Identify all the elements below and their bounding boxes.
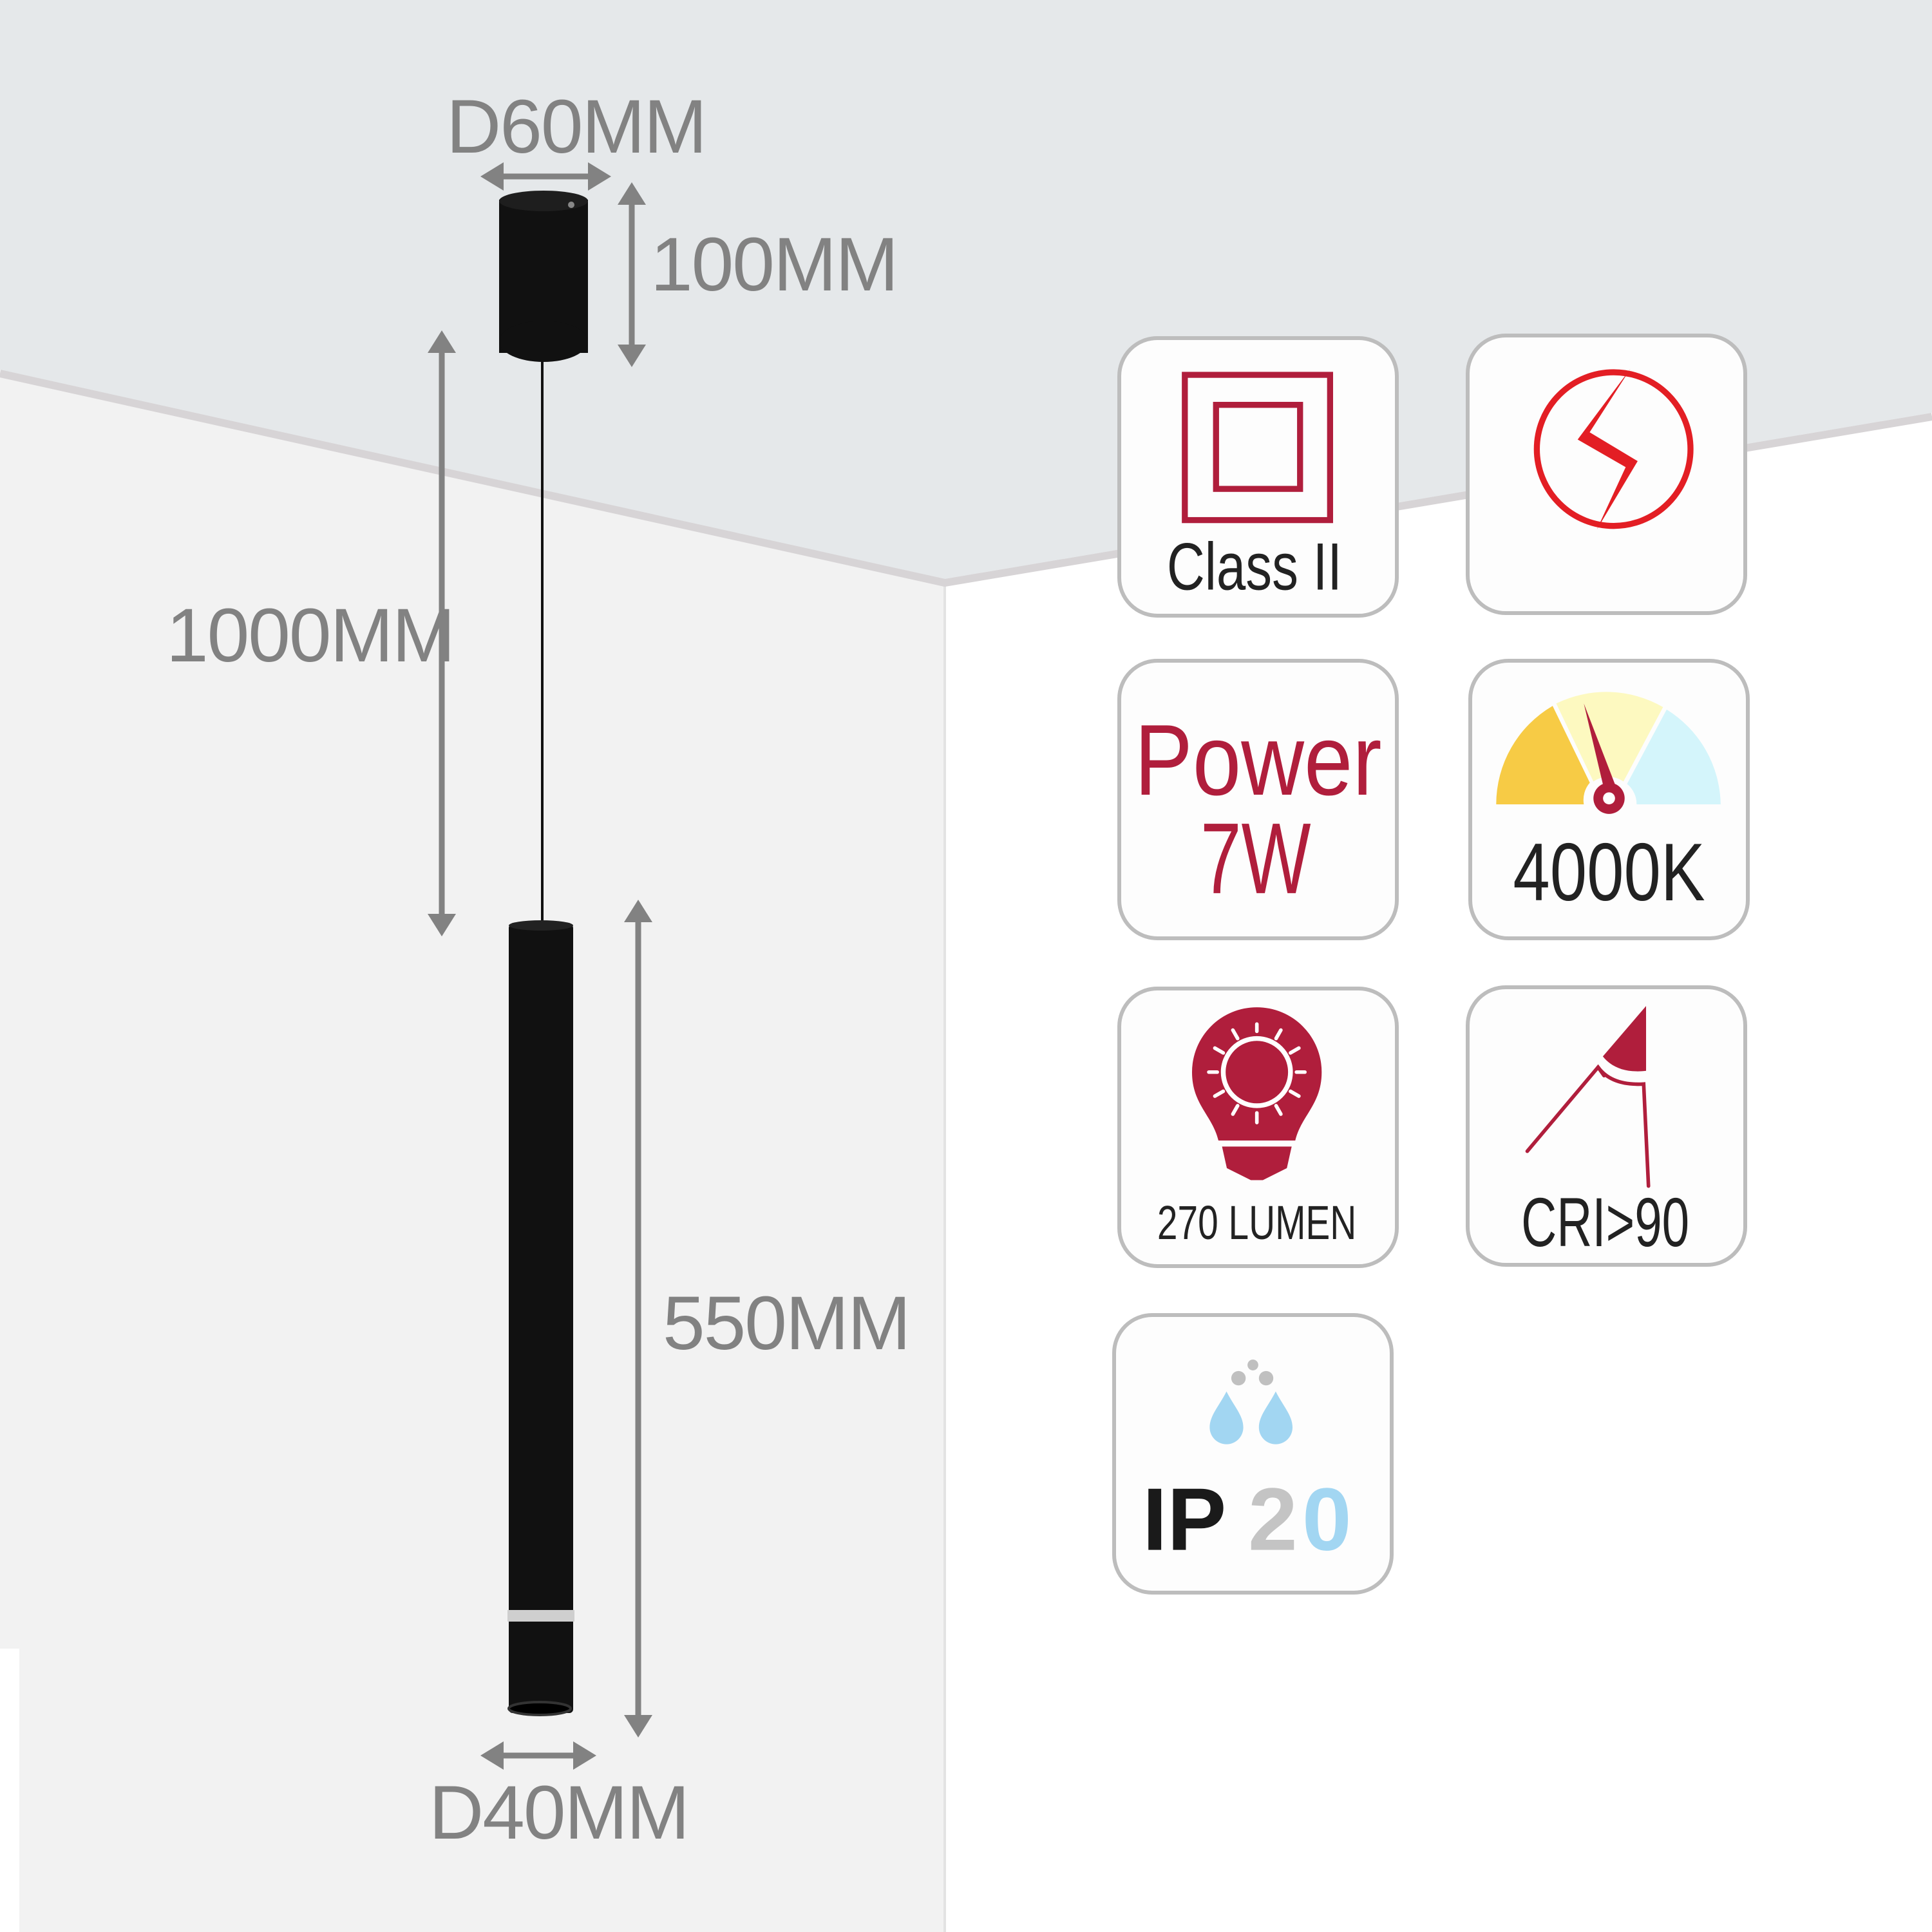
arrowhead (480, 1741, 504, 1770)
canopy-top (499, 191, 588, 211)
ip-rating-card: IP 2 0 (1112, 1313, 1394, 1595)
power-title: Power (1135, 704, 1382, 817)
arrowhead (588, 162, 611, 191)
canopy-bottom (499, 321, 588, 362)
tube-diameter-label: D40MM (429, 1770, 690, 1855)
power-card: Power 7W (1117, 659, 1399, 940)
arrowhead (618, 182, 646, 205)
ip-prefix: IP (1142, 1470, 1226, 1569)
canopy-diameter-label: D60MM (446, 84, 707, 169)
arrowhead (428, 914, 456, 936)
double-square-icon: Class II (1167, 372, 1342, 605)
cri-card: CRI>90 (1466, 985, 1747, 1267)
color-temp-value: 4000K (1513, 826, 1705, 918)
ip-digit-2: 0 (1302, 1470, 1352, 1569)
class-label: Class II (1167, 530, 1342, 605)
tube (509, 924, 573, 1713)
tube-top (509, 920, 573, 931)
left-edge (0, 1649, 19, 1932)
ip-digit-1: 2 (1248, 1470, 1298, 1569)
lumen-card: 270 LUMEN (1117, 987, 1399, 1268)
arrowhead (428, 330, 456, 353)
lightning-circle-icon (1533, 368, 1694, 530)
arrowhead (573, 1741, 596, 1770)
gauge-icon (1496, 692, 1721, 814)
tube-ring (507, 1610, 574, 1622)
arrowhead (618, 345, 646, 367)
voltage-card (1466, 334, 1747, 615)
cri-value: CRI>90 (1521, 1183, 1689, 1261)
arrowhead (624, 1715, 652, 1738)
dimension-arrows (428, 162, 652, 1770)
ceiling (0, 0, 1932, 579)
cable-length-label: 1000MM (166, 593, 455, 678)
color-temp-card: 4000K (1468, 659, 1750, 940)
arrowhead (480, 162, 504, 191)
lumen-value: 270 LUMEN (1157, 1196, 1356, 1249)
tube-opening (507, 1701, 572, 1716)
canopy-height-label: 100MM (650, 222, 898, 307)
water-drops-icon (1209, 1359, 1293, 1444)
pendant-light (499, 191, 588, 1716)
screw-icon (568, 202, 574, 208)
angle-icon (1525, 1006, 1651, 1188)
bulb-icon (1191, 1007, 1322, 1180)
power-value: 7W (1200, 802, 1311, 915)
class-ii-card: Class II (1117, 336, 1399, 618)
tube-length-label: 550MM (663, 1281, 911, 1366)
arrowhead (624, 900, 652, 922)
